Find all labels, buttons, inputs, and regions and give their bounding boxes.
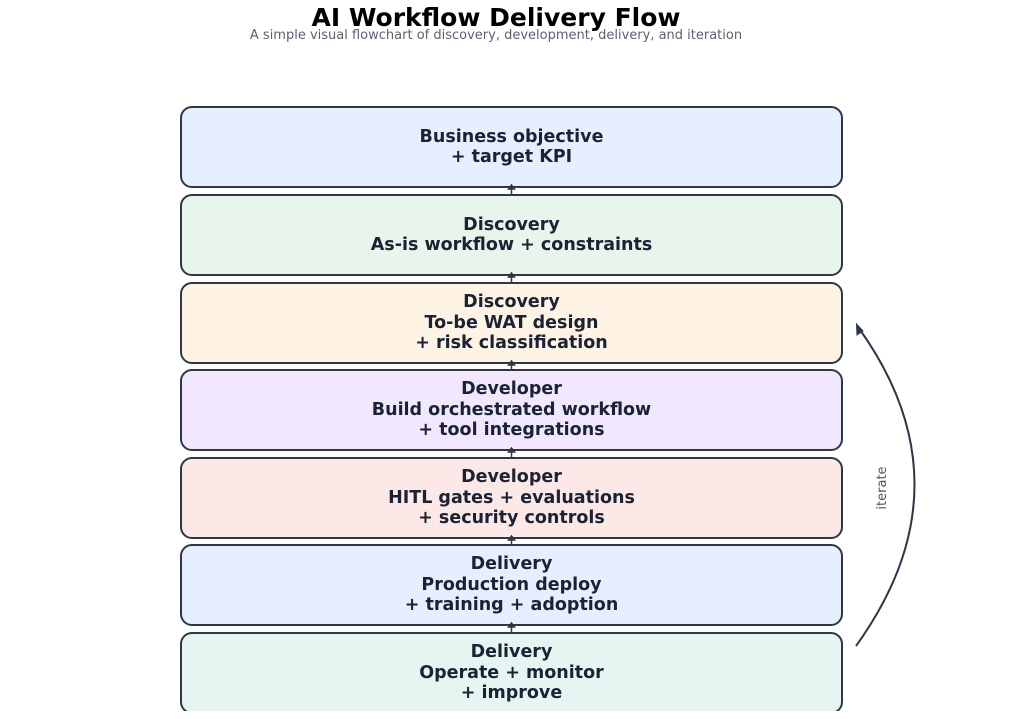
step-developer-build: Developer Build orchestrated workflow + …	[180, 369, 843, 451]
step-developer-hitl: Developer HITL gates + evaluations + sec…	[180, 457, 843, 539]
step-discovery-as-is: Discovery As-is workflow + constraints	[180, 194, 843, 276]
step-line: To-be WAT design	[424, 312, 599, 333]
step-line: As-is workflow + constraints	[370, 235, 653, 255]
step-line: + target KPI	[450, 147, 573, 167]
step-line: Developer	[461, 379, 562, 400]
step-line: Delivery	[470, 642, 553, 663]
step-line: + improve	[460, 683, 563, 704]
step-line: Developer	[461, 467, 562, 488]
step-line: Delivery	[470, 554, 553, 575]
diagram-subtitle: A simple visual flowchart of discovery, …	[249, 28, 743, 43]
step-line: Business objective	[419, 126, 604, 147]
step-line: + training + adoption	[404, 595, 619, 616]
step-delivery-operate: Delivery Operate + monitor + improve	[180, 632, 843, 711]
step-delivery-deploy: Delivery Production deploy + training + …	[180, 544, 843, 626]
step-line: Production deploy	[421, 574, 602, 595]
step-line: + security controls	[418, 508, 605, 529]
step-line: + risk classification	[415, 333, 608, 354]
step-line: Discovery	[463, 292, 560, 313]
step-line: + tool integrations	[418, 420, 605, 441]
step-business-objective: Business objective + target KPI	[180, 106, 843, 188]
step-line: Discovery	[463, 214, 560, 235]
step-line: Operate + monitor	[419, 662, 604, 683]
diagram-title: AI Workflow Delivery Flow	[311, 3, 681, 32]
step-line: HITL gates + evaluations	[388, 487, 635, 508]
step-line: Build orchestrated workflow	[371, 399, 652, 420]
step-discovery-to-be: Discovery To-be WAT design + risk classi…	[180, 282, 843, 364]
